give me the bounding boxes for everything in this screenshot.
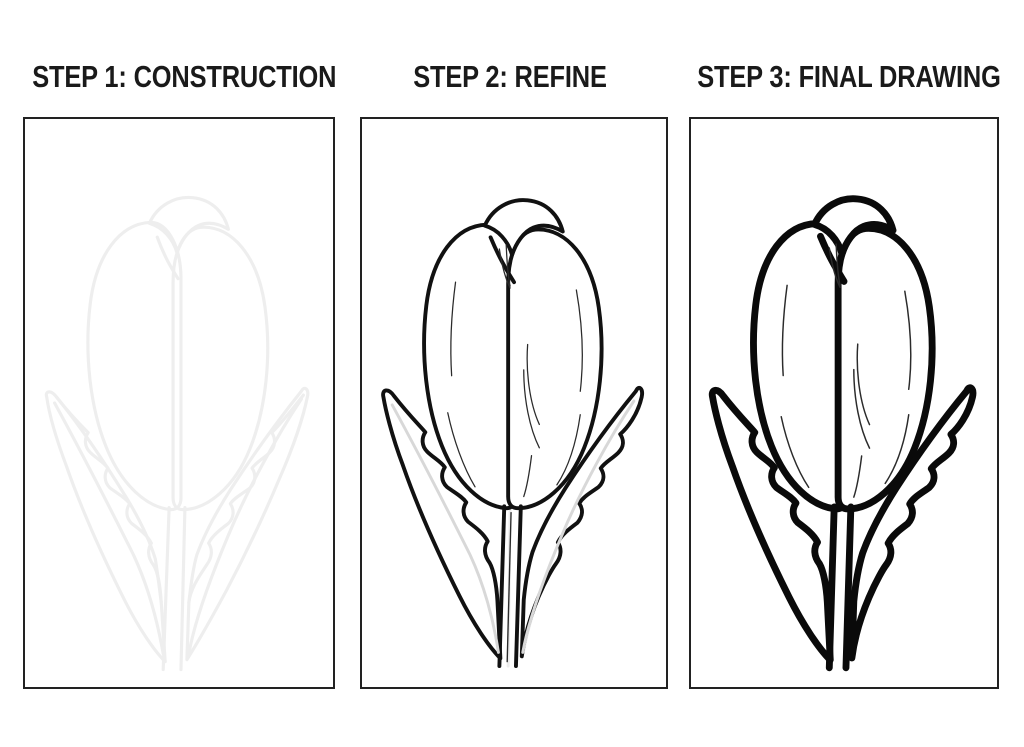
- petal-crease: [155, 235, 180, 281]
- vein-6: [523, 369, 540, 449]
- vein-4: [780, 415, 810, 489]
- petal-crease: [488, 235, 516, 285]
- vein-2: [828, 247, 841, 289]
- left-leaf: [708, 386, 834, 664]
- vein-9: [853, 455, 863, 498]
- left-leaf-vein: [390, 403, 500, 654]
- vein-3: [450, 281, 457, 377]
- step-2-title: STEP 2: REFINE: [413, 59, 607, 94]
- right-leaf: [519, 385, 645, 659]
- vein-5: [856, 343, 871, 426]
- vein-2: [498, 248, 511, 289]
- left-leaf-vein: [53, 401, 165, 656]
- right-leaf: [848, 384, 977, 662]
- left-leaf: [381, 388, 503, 661]
- vein-7: [904, 290, 912, 391]
- right-leaf-vein: [521, 399, 636, 654]
- vein-3: [781, 284, 788, 377]
- center-back-petal: [811, 195, 897, 258]
- right-petal: [171, 225, 270, 512]
- stem-right-edge: [842, 503, 855, 672]
- petal-vein-lines: [447, 244, 583, 498]
- refined-outline: [422, 198, 604, 511]
- vein-7: [575, 289, 583, 392]
- step-1-tulip-drawing: [44, 195, 310, 672]
- step-1-title: STEP 1: CONSTRUCTION: [32, 59, 337, 94]
- vein-1: [835, 243, 841, 287]
- construction-guidelines: [44, 195, 310, 672]
- vein-6: [853, 368, 871, 449]
- final-outline: [750, 195, 936, 513]
- center-back-petal: [482, 198, 565, 257]
- right-leaf-wave-edge: [187, 393, 305, 604]
- right-leaf-vein: [187, 397, 303, 656]
- left-petal: [86, 220, 183, 512]
- petal-vein-lines: [780, 243, 912, 498]
- vein-5: [526, 343, 540, 426]
- vein-8: [884, 414, 910, 485]
- step-3-tulip-drawing: [708, 195, 977, 672]
- vein-9: [523, 454, 533, 498]
- left-leaf: [44, 390, 167, 664]
- leaf-vein-lines: [390, 399, 636, 654]
- stem-inner-line: [506, 512, 512, 663]
- step-3-panel: [689, 117, 999, 689]
- vein-8: [556, 414, 581, 486]
- stem-right-edge: [179, 506, 187, 672]
- stem-right-edge: [514, 504, 523, 669]
- petal-crease: [817, 232, 848, 285]
- leaves: [381, 385, 645, 661]
- vein-1: [505, 244, 511, 287]
- left-leaf-wave-edge: [55, 395, 163, 604]
- step-1-panel: [23, 117, 335, 689]
- right-leaf: [185, 386, 310, 662]
- leaves: [708, 384, 977, 664]
- step-2-panel: [360, 117, 668, 689]
- step-3-title: STEP 3: FINAL DRAWING: [697, 59, 1001, 94]
- vein-4: [447, 412, 476, 488]
- center-back-petal: [147, 195, 230, 255]
- step-2-tulip-drawing: [381, 198, 645, 669]
